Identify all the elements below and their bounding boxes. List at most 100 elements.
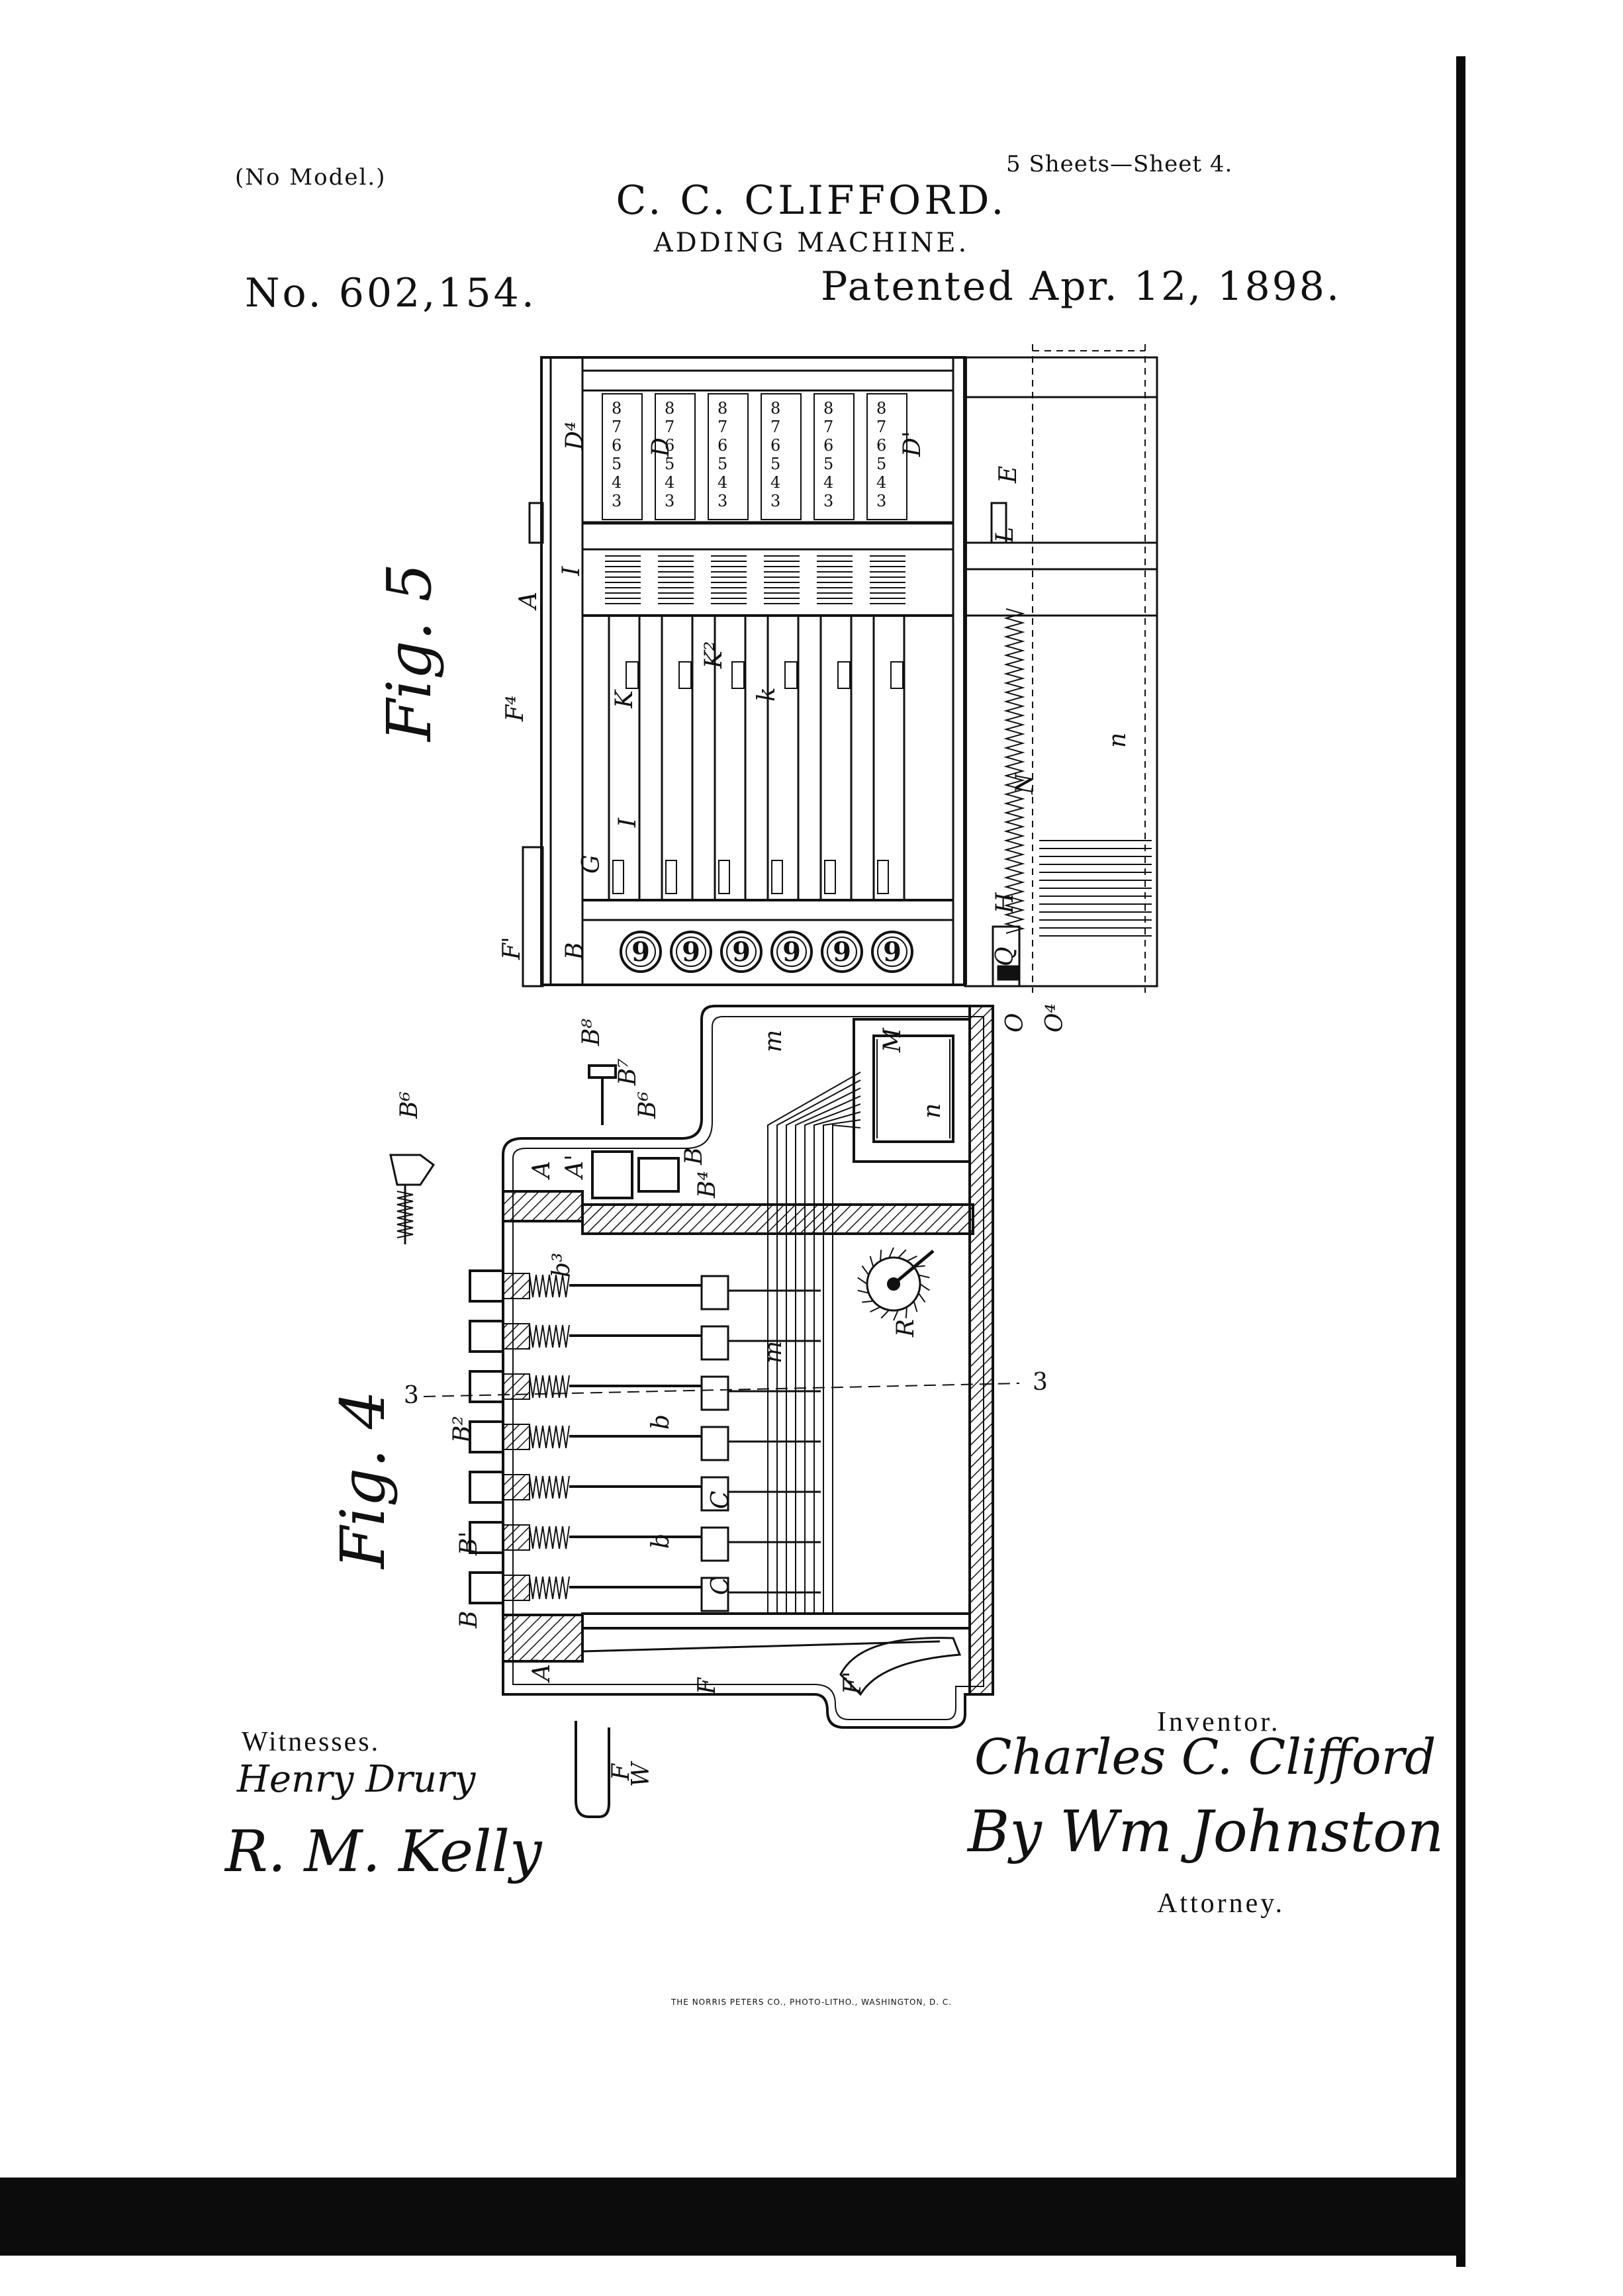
fig5-reference-letter: O⁴ (1041, 1003, 1068, 1033)
fig5-bar-tooth (718, 860, 730, 894)
fig4-section-line (423, 1383, 1020, 1397)
fig4-reference-letter: B (455, 1611, 483, 1629)
fig5-wheel-digit: 3 (770, 492, 780, 510)
fig5-wheel-digit: 6 (823, 436, 833, 455)
attorney-label: Attorney. (1157, 1888, 1285, 1919)
fig5-wheel-digit: 5 (665, 455, 674, 473)
fig5-reference-letter: D⁴ (561, 422, 588, 451)
fig4-key-spring (529, 1475, 570, 1499)
fig5-wheel-digit: 7 (823, 418, 833, 436)
fig5-slide-bar (872, 614, 905, 901)
fig5-wheel-body (655, 393, 696, 520)
fig5-reference-letter: G (578, 854, 605, 874)
fig4-detail-spring (396, 1191, 414, 1238)
fig4-reference-letter: b³ (548, 1253, 575, 1277)
fig5-key-ring (620, 931, 662, 973)
fig5-wheel-digit: 6 (612, 436, 622, 455)
fig4-ratchet-teeth (857, 1247, 930, 1321)
fig5-key-numeral: 9 (732, 937, 751, 968)
fig4-reference-letter: b (647, 1534, 674, 1549)
inventor-heading: C. C. CLIFFORD. (616, 177, 1007, 224)
fig5-wheel-digit: 7 (718, 418, 727, 436)
fig5-wheel-digit: 4 (876, 473, 886, 492)
fig5-wheel-digit: 4 (770, 473, 780, 492)
fig5-bar-pawl (731, 661, 745, 689)
fig4-key-guide (502, 1323, 530, 1350)
fig4-reference-letter: B⁸ (578, 1019, 605, 1046)
witness-signature-2: R. M. Kelly (225, 1819, 542, 1885)
fig4-spring-cap (637, 1157, 680, 1193)
fig5-key-ring-inner (827, 937, 857, 967)
fig5-wheel-digit: 5 (823, 455, 833, 473)
fig5-wheel-body (708, 393, 749, 520)
fig5-reference-letter: L (992, 527, 1019, 543)
fig4-reference-letter: m (760, 1030, 787, 1052)
fig5-key-ring-inner (676, 937, 706, 967)
fig4-key-spring (529, 1526, 570, 1549)
patent-number: No. 602,154. (245, 270, 537, 316)
fig5-wheel-digit: 7 (770, 418, 780, 436)
fig5-reference-letter: A (515, 592, 542, 611)
fig5-rail-F (522, 846, 544, 987)
fig4-wires (767, 1072, 861, 1615)
fig5-wheel-digit: 6 (770, 436, 780, 455)
fig5-bar-pawl (837, 661, 851, 689)
fig4-slide-head (700, 1526, 729, 1562)
fig4-key-guide (502, 1474, 530, 1500)
fig4-key-spring (529, 1375, 570, 1399)
fig5-wheel-digit: 6 (876, 436, 886, 455)
fig4-reference-letter: F (694, 1676, 721, 1695)
fig4-reference-letter: A (528, 1161, 555, 1180)
fig4-knob (588, 1064, 617, 1079)
fig5-bar-pawl (890, 661, 904, 689)
fig5-wheel-digit: 5 (718, 455, 727, 473)
fig5-key-numeral: 9 (782, 937, 801, 968)
fig5-key-numeral: 9 (833, 937, 851, 968)
attorney-signature: By Wm Johnston (968, 1799, 1444, 1865)
fig5-wheel-digit: 8 (665, 399, 674, 418)
fig4-reference-letter: B⁶ (634, 1091, 661, 1119)
fig4-key-cap (469, 1269, 504, 1303)
fig4-reference-letter: C (707, 1491, 734, 1509)
fig5-wheel-digit: 3 (823, 492, 833, 510)
fig4-reference-letter: B' (455, 1532, 483, 1556)
fig5-spring (1003, 608, 1025, 934)
fig4-top-plate (502, 1190, 584, 1222)
fig4-reference-letter: B² (449, 1416, 476, 1444)
fig5-wheel-digit: 4 (718, 473, 727, 492)
fig4-detail-B6 (389, 1154, 436, 1186)
fig5-slide-bar (819, 614, 853, 901)
fig5-wheel-digit: 8 (770, 399, 780, 418)
fig5-wheel-body (866, 393, 907, 520)
fig5-wheel-digit: 4 (612, 473, 622, 492)
fig4-wire (823, 1119, 861, 1615)
fig5-reference-letter: I (614, 817, 641, 828)
fig5-key-ring-inner (626, 937, 656, 967)
witness-signature-1: Henry Drury (237, 1758, 476, 1801)
fig5-reference-letter: F⁴ (502, 696, 529, 722)
fig5-part-Q (992, 925, 1021, 987)
fig4-reference-letter: A' (528, 1657, 555, 1683)
fig4-key-guide (502, 1575, 530, 1601)
fig5-slide-bar (714, 614, 747, 901)
fig5-wheel-digit: 5 (876, 455, 886, 473)
section-mark-right: 3 (1033, 1369, 1048, 1396)
fig4-cylinder (872, 1034, 954, 1143)
fig4-reference-letter: F' (839, 1671, 866, 1695)
fig5-bar-tooth (824, 860, 836, 894)
fig5-bar-tooth (612, 860, 624, 894)
fig4-key-cap (469, 1571, 504, 1604)
fig5-reference-letter: F' (498, 937, 526, 960)
sheet-count: 5 Sheets—Sheet 4. (1006, 151, 1233, 177)
section-mark-left: 3 (404, 1382, 419, 1409)
fig5-wheel-digit: 8 (876, 399, 886, 418)
figure-4 (389, 1005, 1020, 1818)
fig5-key-numeral: 9 (883, 937, 902, 968)
fig5-wheel-digit: 7 (876, 418, 886, 436)
fig4-label: Fig. 4 (328, 1391, 398, 1570)
fig4-key-cap (469, 1370, 504, 1403)
scan-edge-bottom (0, 2178, 1465, 2256)
fig4-key-spring (529, 1425, 570, 1449)
